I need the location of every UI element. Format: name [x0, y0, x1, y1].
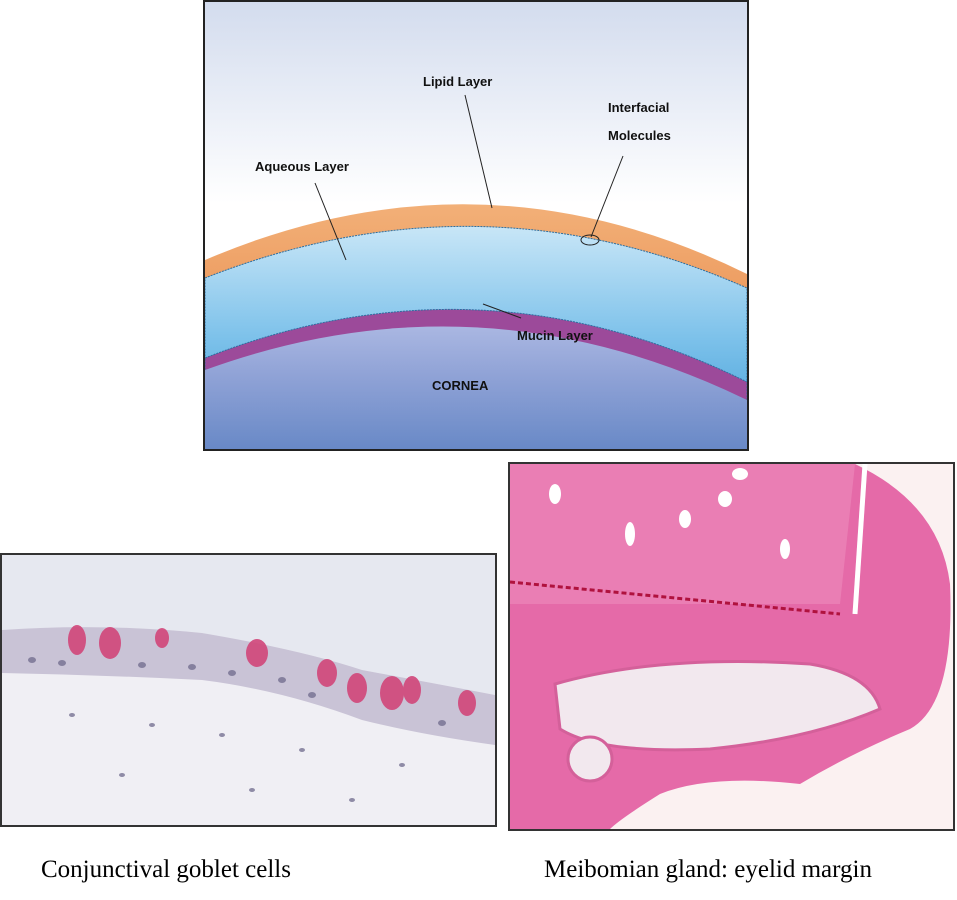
aqueous-layer-label: Aqueous Layer: [255, 159, 349, 174]
tear-film-illustration: [205, 2, 747, 449]
meibomian-gland-caption: Meibomian gland: eyelid margin: [544, 856, 872, 883]
cornea-label: CORNEA: [432, 378, 489, 393]
meibomian-gland-micrograph: [508, 462, 955, 831]
mucin-layer-label: Mucin Layer: [517, 328, 593, 343]
lipid-layer-label: Lipid Layer: [423, 74, 493, 89]
goblet-cells-image: [2, 555, 495, 825]
goblet-cells-micrograph: [0, 553, 497, 827]
meibomian-gland-image: [510, 464, 953, 829]
tear-film-diagram: Lipid Layer Interfacial Molecules Aqueou…: [203, 0, 749, 451]
interfacial-molecules-label-line2: Molecules: [608, 128, 671, 143]
goblet-cells-caption: Conjunctival goblet cells: [41, 856, 291, 883]
interfacial-molecules-label-line1: Interfacial: [608, 100, 670, 115]
